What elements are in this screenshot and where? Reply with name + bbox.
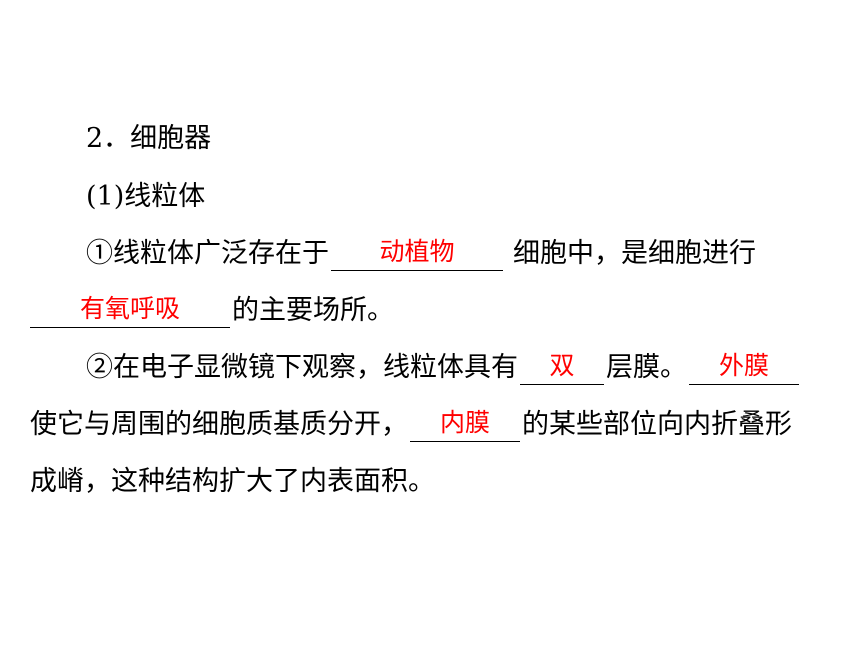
answer-2: 有氧呼吸	[79, 294, 180, 323]
answer-5: 内膜	[439, 408, 490, 437]
p2-text-c: 使它与周围的细胞质基质分开，	[30, 409, 408, 440]
fill-blank-4: 外膜	[689, 351, 799, 385]
p2-text-b: 层膜。	[606, 352, 687, 383]
paragraph-1-line-1: ①线粒体广泛存在于 动植物 细胞中，是细胞进行	[86, 237, 756, 271]
section-heading: 2．细胞器	[86, 122, 211, 156]
paragraph-2-line-2: 使它与周围的细胞质基质分开， 内膜 的某些部位向内折叠形	[30, 408, 792, 442]
p1-text-a: ①线粒体广泛存在于	[86, 238, 329, 269]
answer-1: 动植物	[379, 237, 455, 266]
fill-blank-5: 内膜	[410, 408, 520, 442]
subsection-heading: (1)线粒体	[86, 180, 205, 214]
fill-blank-1: 动植物	[331, 237, 503, 271]
fill-blank-2: 有氧呼吸	[30, 294, 230, 328]
paragraph-2-line-3: 成嵴，这种结构扩大了内表面积。	[30, 465, 435, 499]
p1-text-b: 细胞中，是细胞进行	[513, 238, 756, 269]
paragraph-2-line-1: ②在电子显微镜下观察，线粒体具有 双 层膜。 外膜	[86, 351, 801, 385]
subheading-text: (1)线粒体	[86, 181, 206, 212]
answer-4: 外膜	[718, 351, 769, 380]
fill-blank-3: 双	[520, 351, 604, 385]
heading-text: 2．细胞器	[86, 123, 212, 154]
p2-text-d: 的某些部位向内折叠形	[522, 409, 792, 440]
paragraph-1-line-2: 有氧呼吸 的主要场所。	[30, 294, 394, 328]
p1-text-c: 的主要场所。	[232, 295, 394, 326]
p2-text-a: ②在电子显微镜下观察，线粒体具有	[86, 352, 518, 383]
answer-3: 双	[549, 351, 575, 380]
p2-text-e: 成嵴，这种结构扩大了内表面积。	[30, 466, 435, 497]
